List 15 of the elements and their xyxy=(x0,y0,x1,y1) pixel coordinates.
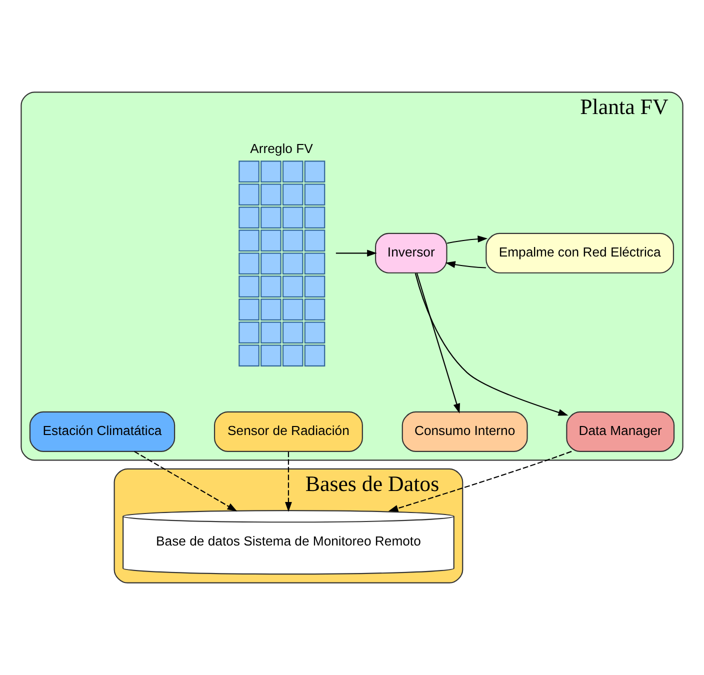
arrow xyxy=(285,452,292,512)
arrow xyxy=(388,450,572,512)
arrow xyxy=(446,236,488,244)
node-box: Data Manager xyxy=(566,411,675,452)
node-label: Arreglo FV xyxy=(250,141,313,156)
arrow xyxy=(134,450,238,512)
node-box: Inversor xyxy=(375,232,448,274)
node-box: Estación Climatática xyxy=(29,411,176,452)
node-box: Empalme con Red Eléctrica xyxy=(486,232,674,274)
arrow xyxy=(336,250,377,257)
node-box: Sensor de Radiación xyxy=(214,411,363,452)
arrow xyxy=(414,273,568,416)
arrow xyxy=(416,272,460,414)
node-box: Consumo Interno xyxy=(402,411,528,452)
arrow xyxy=(445,261,486,268)
